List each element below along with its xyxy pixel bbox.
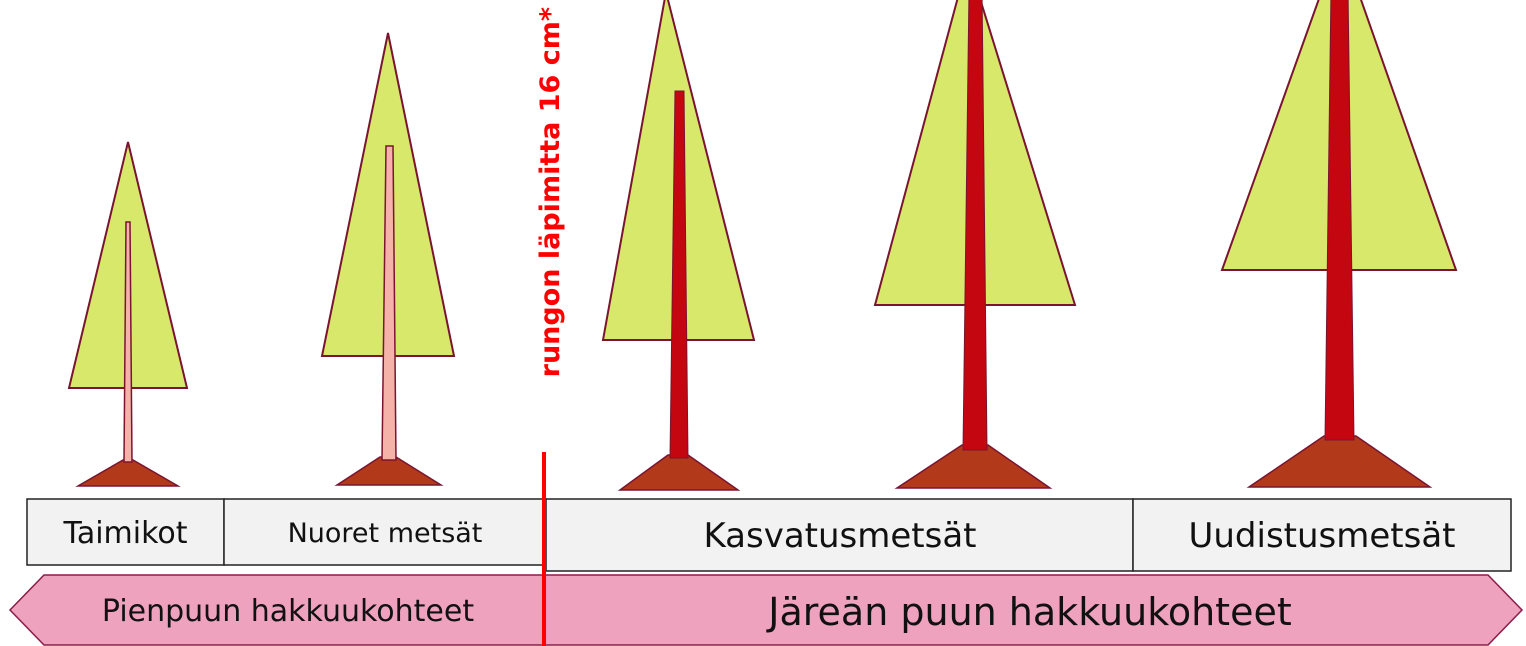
stage-label-seedlings: Taimikot xyxy=(62,516,187,551)
tree-young xyxy=(320,32,456,486)
tree-regeneration-base xyxy=(1246,435,1433,488)
harvest-arrow: Pienpuun hakkuukohteet Järeän puun hakku… xyxy=(8,574,1524,646)
stage-box-thinning xyxy=(545,498,1134,572)
tree-young-base xyxy=(334,456,444,486)
tree-thinning-large xyxy=(873,0,1077,489)
harvest-label-large: Järeän puun hakkuukohteet xyxy=(766,590,1291,634)
harvest-arrow-shape xyxy=(8,574,1524,646)
stage-box-seedlings xyxy=(26,498,225,566)
tree-thinning-large-trunk xyxy=(962,0,988,451)
tree-thinning-small-trunk xyxy=(669,90,689,459)
tree-thinning-small xyxy=(601,0,756,491)
tree-thinning-small-base xyxy=(617,454,741,491)
stage-box-young xyxy=(223,498,547,566)
stage-box-regeneration xyxy=(1132,498,1512,572)
harvest-label-small: Pienpuun hakkuukohteet xyxy=(102,594,474,629)
tree-young-trunk xyxy=(381,145,397,461)
tree-regeneration-trunk xyxy=(1324,0,1355,441)
diameter-divider: rungon läpimitta 16 cm* xyxy=(535,7,566,646)
stage-boxes: Taimikot Nuoret metsät Kasvatusmetsät Uu… xyxy=(26,498,1512,572)
stage-label-thinning: Kasvatusmetsät xyxy=(703,516,976,556)
tree-regeneration xyxy=(1220,0,1458,488)
diameter-label: rungon läpimitta 16 cm* xyxy=(535,7,566,377)
tree-seedling-base xyxy=(75,459,181,487)
tree-thinning-large-base xyxy=(894,444,1053,489)
stage-label-young: Nuoret metsät xyxy=(288,518,483,549)
tree-seedling xyxy=(67,141,189,487)
tree-seedling-trunk xyxy=(123,221,133,463)
stage-label-regeneration: Uudistusmetsät xyxy=(1188,516,1455,556)
